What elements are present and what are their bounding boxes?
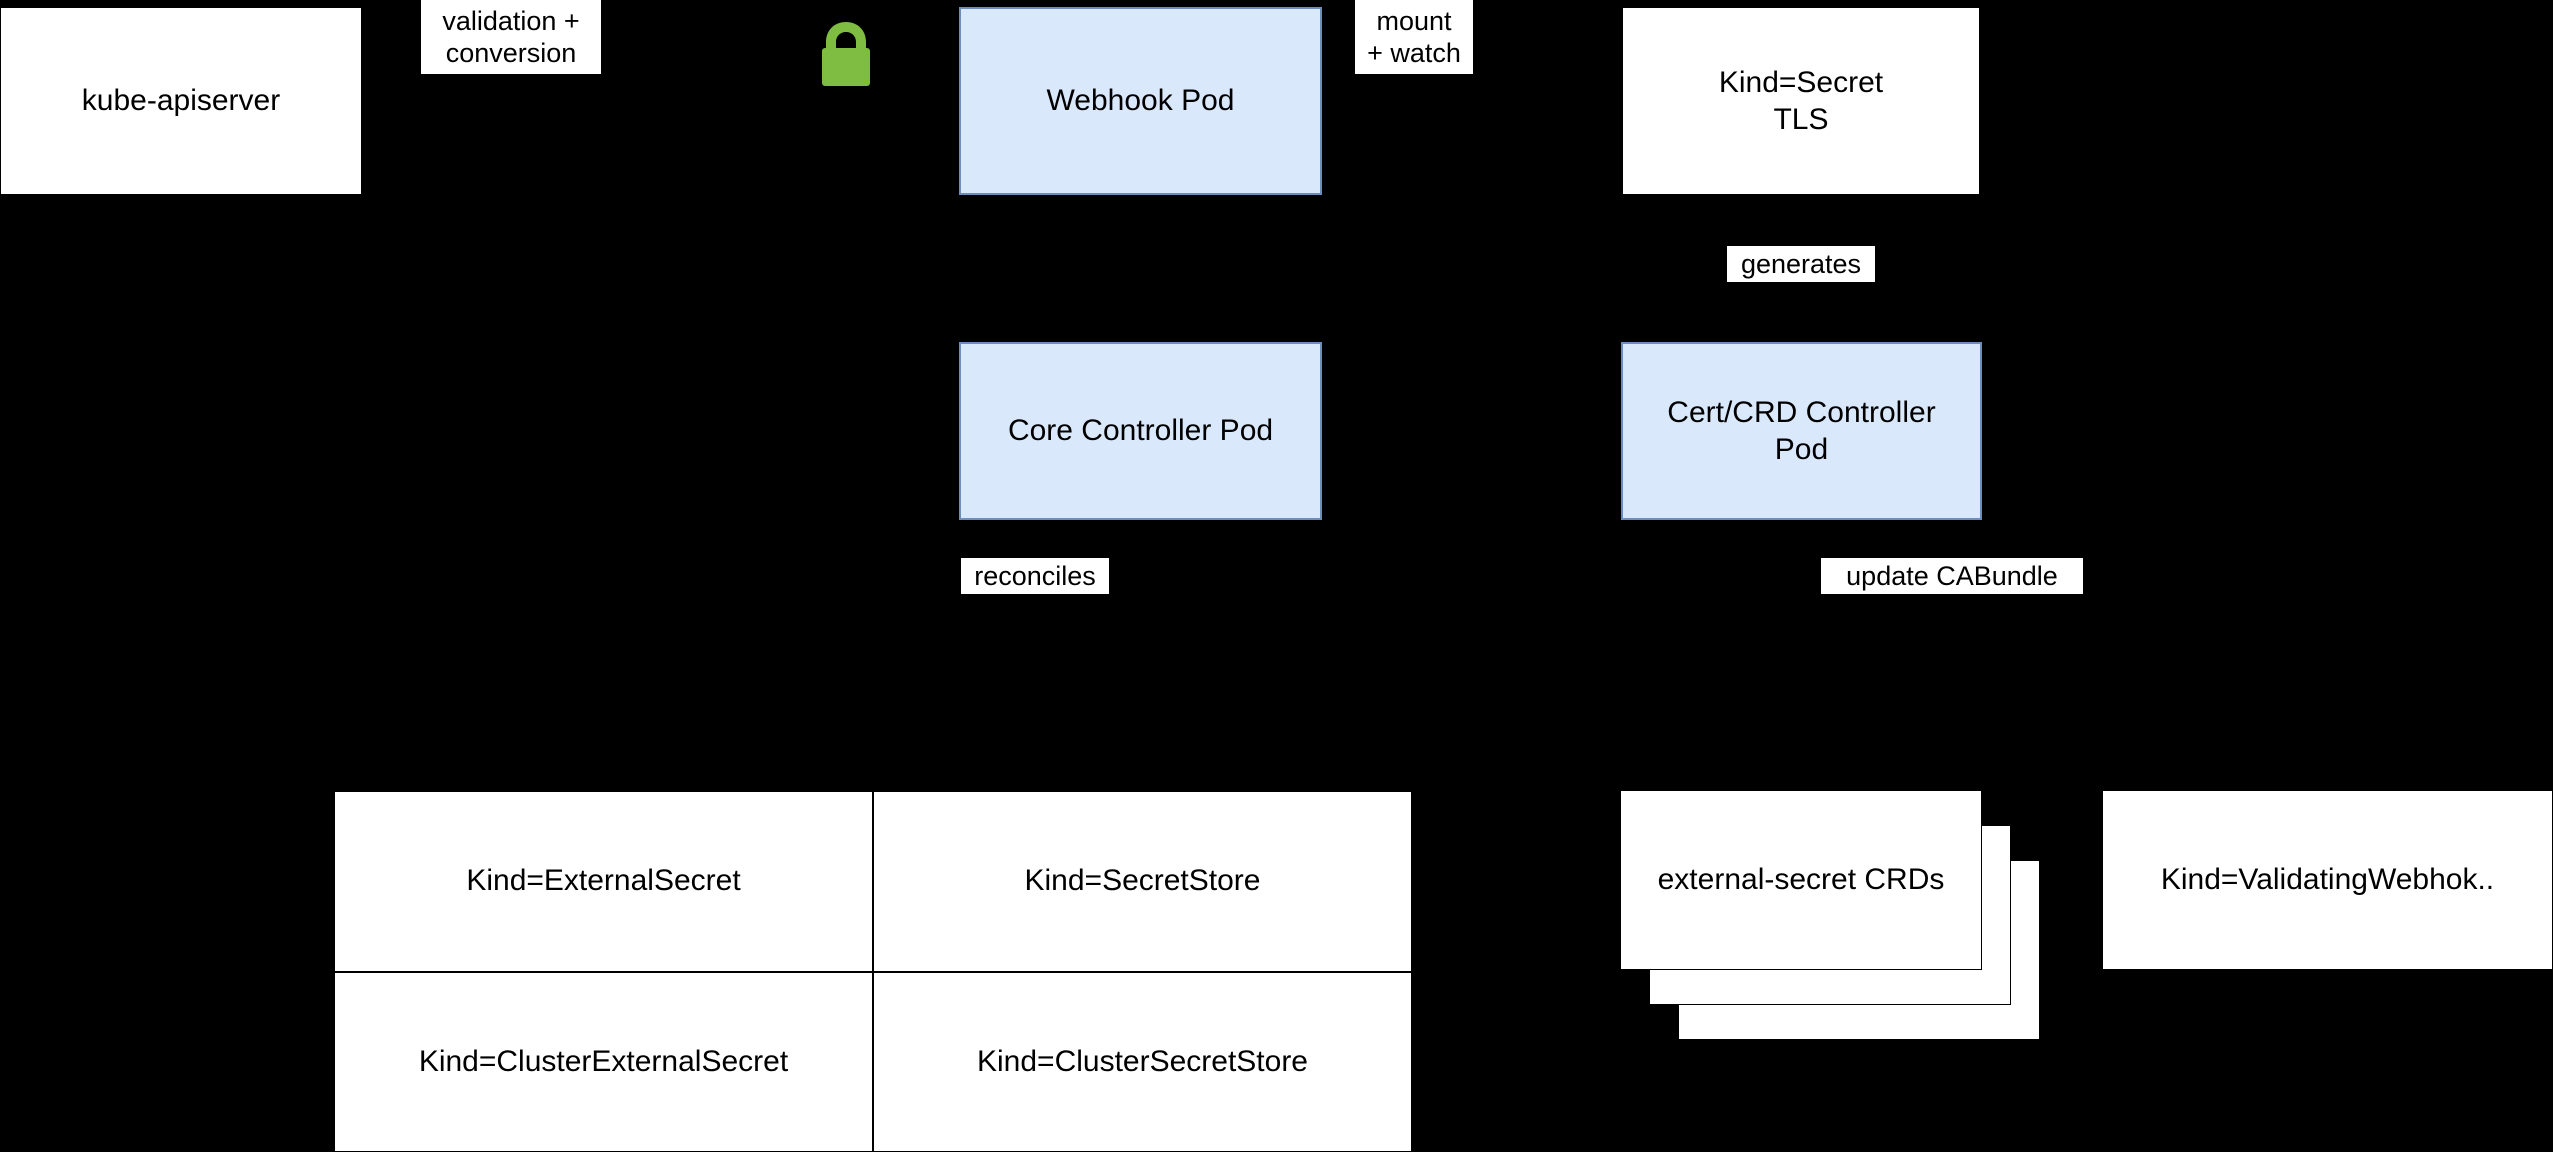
edge-label-mount-line2: + watch — [1367, 38, 1461, 68]
kind-cell-secret-store-label: Kind=SecretStore — [1024, 864, 1261, 898]
node-kube-apiserver-label: kube-apiserver — [81, 84, 281, 118]
kind-cell-secret-store[interactable]: Kind=SecretStore — [873, 791, 1412, 972]
edge-label-mount-line1: mount — [1376, 5, 1452, 36]
node-validating-webhook[interactable]: Kind=ValidatingWebhok.. — [2102, 790, 2553, 970]
node-validating-webhook-label: Kind=ValidatingWebhok.. — [2160, 863, 2495, 897]
edge-label-validation-conversion: validation + conversion — [421, 0, 601, 74]
node-core-controller-pod[interactable]: Core Controller Pod — [959, 342, 1322, 520]
edge-label-validation-line2: conversion — [445, 38, 577, 68]
stack-front-external-secret-crds-label: external-secret CRDs — [1657, 863, 1945, 896]
node-secret-tls-line2: TLS — [1773, 103, 1829, 136]
node-core-controller-pod-label: Core Controller Pod — [1007, 414, 1274, 448]
node-webhook-pod[interactable]: Webhook Pod — [959, 7, 1322, 195]
node-kube-apiserver[interactable]: kube-apiserver — [0, 7, 362, 195]
node-cert-crd-controller-pod-line2: Pod — [1774, 433, 1829, 466]
edge-label-update-cabundle-text: update CABundle — [1846, 560, 2058, 591]
stack-front-external-secret-crds[interactable]: external-secret CRDs — [1620, 790, 1982, 970]
edge-label-reconciles: reconciles — [961, 558, 1109, 594]
kind-cell-external-secret[interactable]: Kind=ExternalSecret — [334, 791, 873, 972]
node-cert-crd-controller-pod[interactable]: Cert/CRD Controller Pod — [1621, 342, 1982, 520]
edge-label-generates: generates — [1727, 246, 1875, 282]
node-secret-tls[interactable]: Kind=Secret TLS — [1622, 7, 1980, 195]
edge-label-reconciles-text: reconciles — [974, 560, 1096, 591]
kind-grid: Kind=ExternalSecret Kind=SecretStore Kin… — [334, 791, 1412, 1152]
kind-cell-cluster-secret-store[interactable]: Kind=ClusterSecretStore — [873, 971, 1412, 1152]
edge-label-validation-line1: validation + — [442, 5, 580, 36]
lock-icon — [822, 22, 870, 86]
edge-certcrd-to-validatingwebhook — [1979, 599, 2292, 791]
edge-label-update-cabundle: update CABundle — [1821, 558, 2083, 594]
edge-label-mount-watch: mount + watch — [1355, 0, 1473, 74]
node-cert-crd-controller-pod-line1: Cert/CRD Controller — [1667, 395, 1936, 429]
kind-cell-cluster-secret-store-label: Kind=ClusterSecretStore — [977, 1044, 1308, 1078]
node-webhook-pod-label: Webhook Pod — [1046, 84, 1235, 118]
edge-label-generates-text: generates — [1740, 248, 1862, 279]
kind-cell-cluster-external-secret-label: Kind=ClusterExternalSecret — [418, 1044, 789, 1078]
stack-external-secret-crds[interactable]: external-secret CRDs — [1620, 790, 2060, 1050]
kind-cell-cluster-external-secret[interactable]: Kind=ClusterExternalSecret — [334, 971, 873, 1152]
kind-cell-external-secret-label: Kind=ExternalSecret — [466, 864, 741, 898]
node-secret-tls-line1: Kind=Secret — [1718, 65, 1884, 99]
